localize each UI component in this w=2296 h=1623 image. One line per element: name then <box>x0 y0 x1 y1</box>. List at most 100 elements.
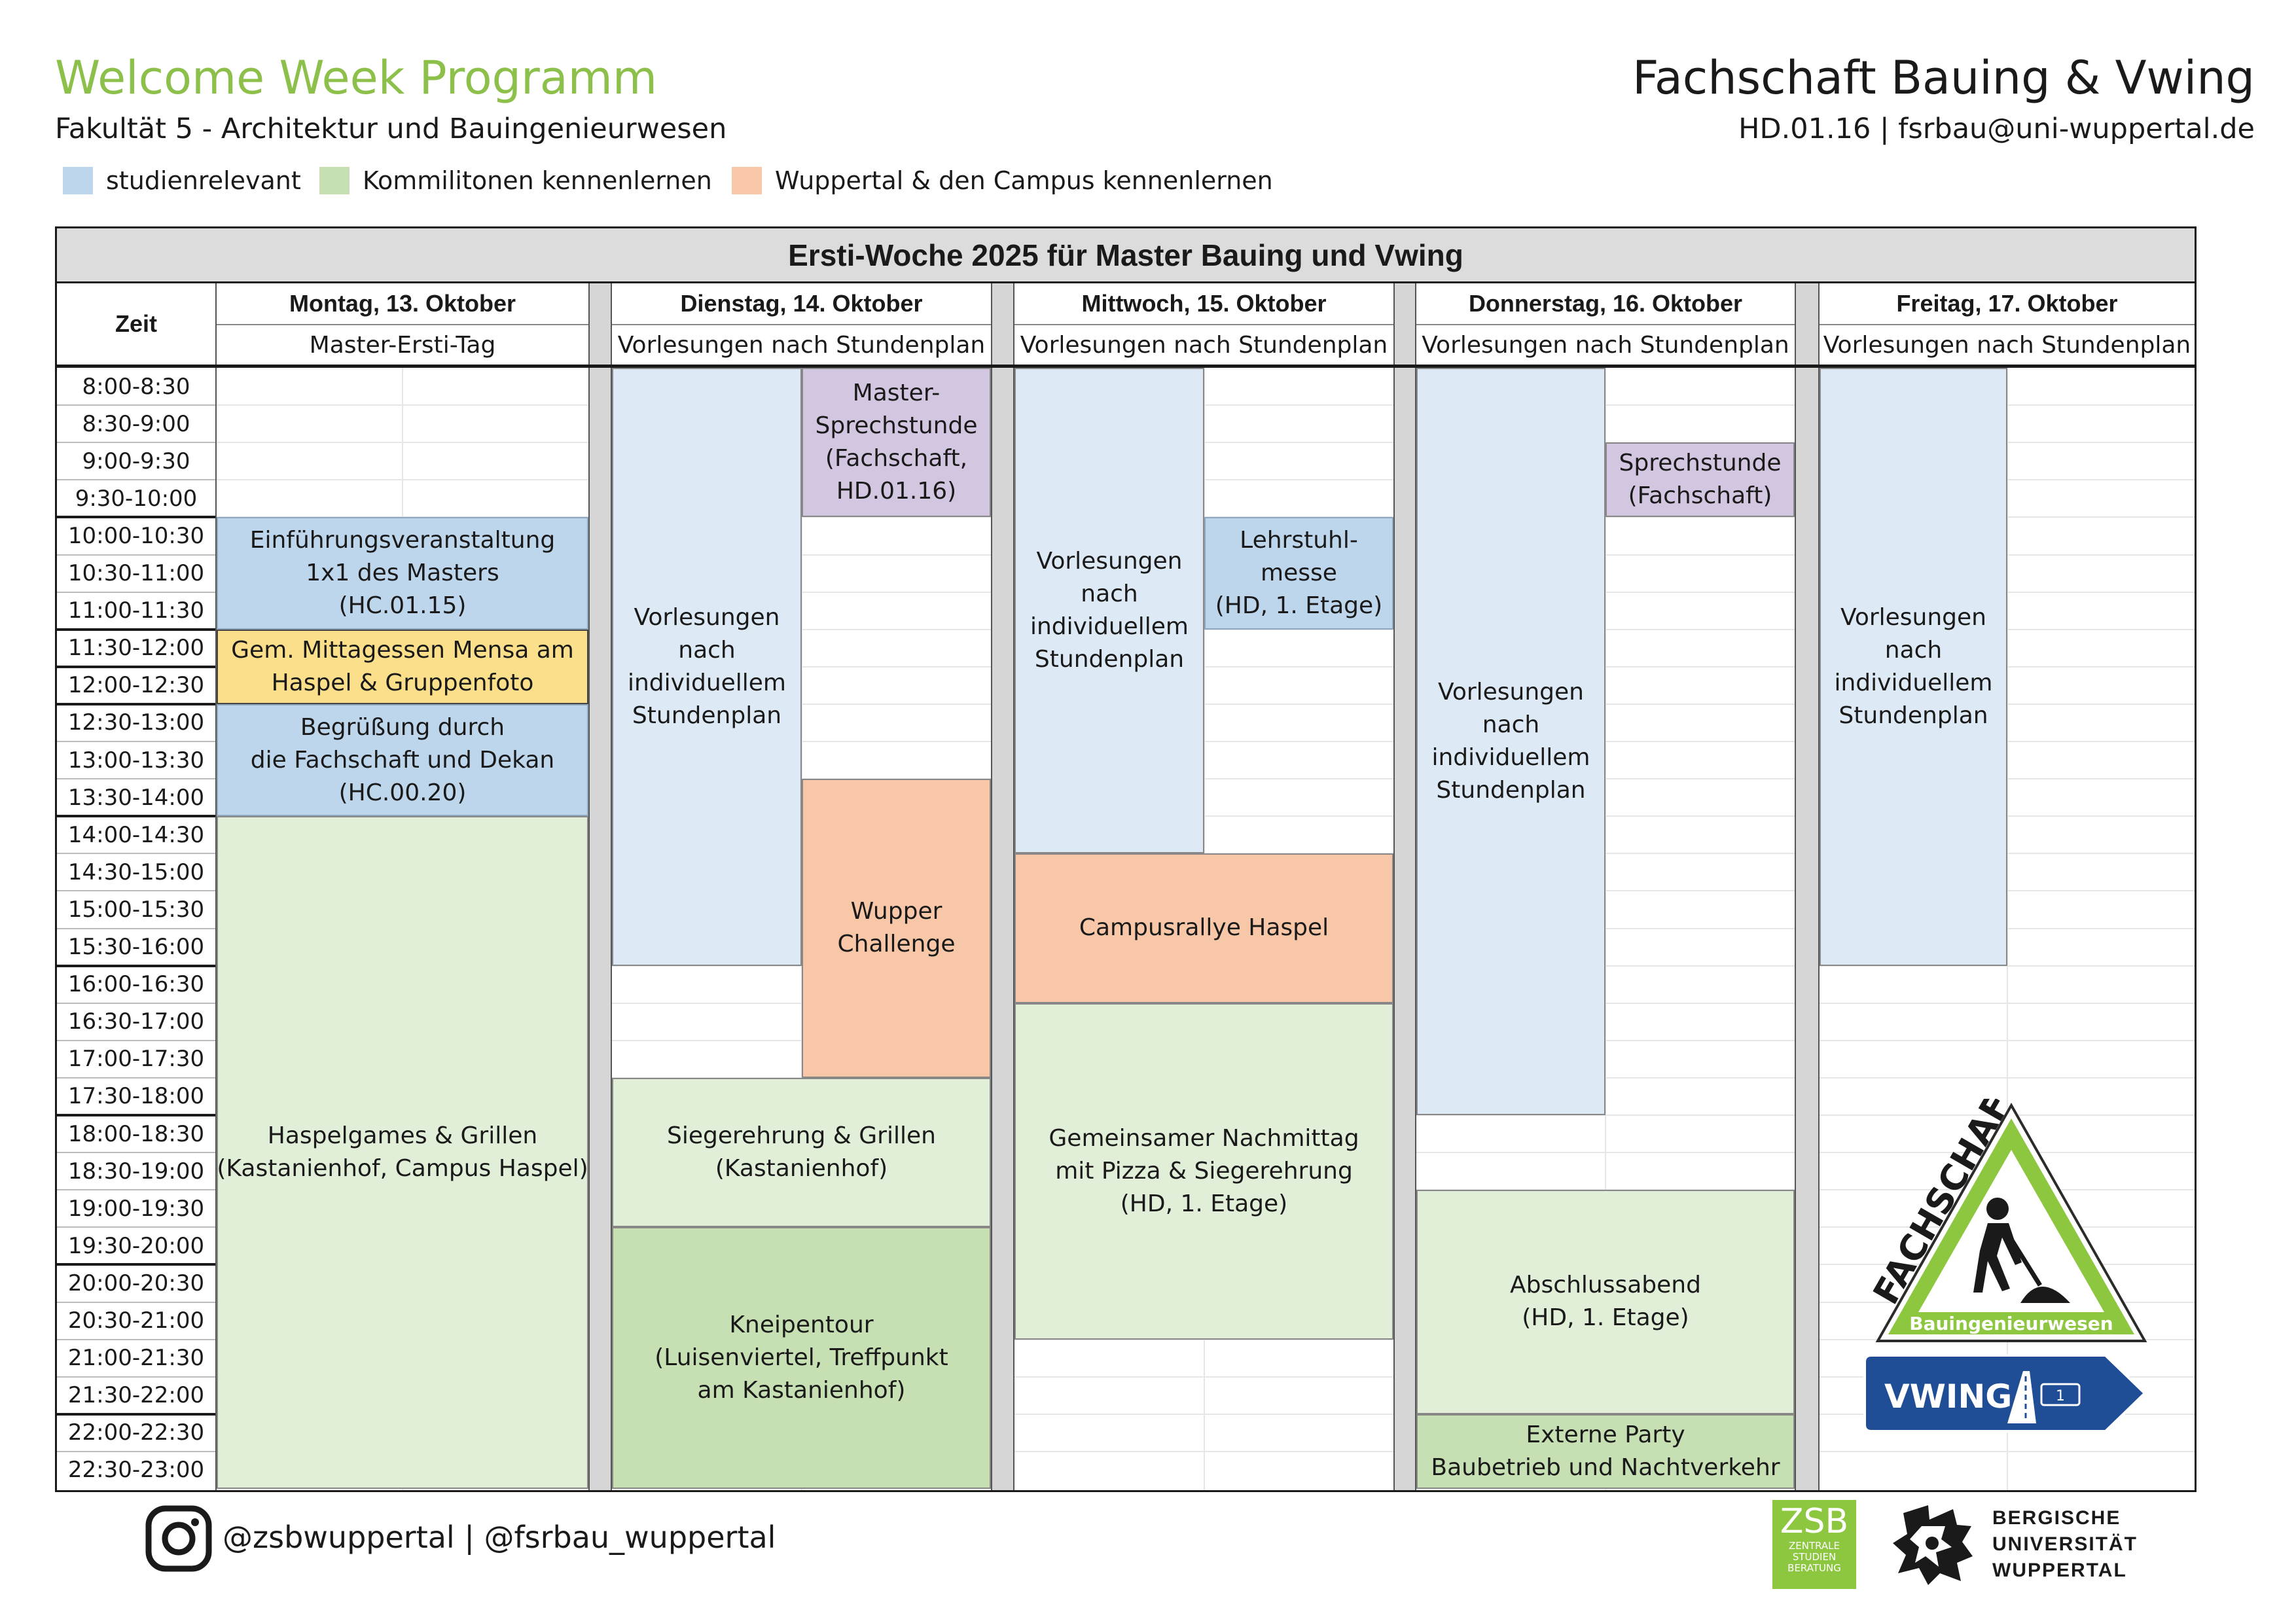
time-row-line <box>57 591 215 593</box>
organization-contact: HD.01.16 | fsrbau@uni-wuppertal.de <box>1738 113 2255 145</box>
page-title: Welcome Week Programm <box>55 51 658 105</box>
time-slot-label: 17:30-18:00 <box>67 1083 205 1110</box>
event-text-line: (Fachschaft) <box>1628 482 1772 510</box>
legend-item-studienrelevant: studienrelevant <box>63 165 301 196</box>
time-slot-label: 22:30-23:00 <box>67 1457 205 1484</box>
schedule-table: Ersti-Woche 2025 für Master Bauing und V… <box>55 226 2197 1492</box>
time-row-line <box>57 890 215 892</box>
time-slot-label: 12:00-12:30 <box>67 672 205 699</box>
construction-worker-sign-icon: Bauingenieurwesen FACHSCHAFT VWING 1 <box>1863 1065 2147 1433</box>
day-separator <box>588 368 612 1490</box>
event-block: Sprechstunde(Fachschaft) <box>1605 442 1795 518</box>
time-slot-label: 14:30-15:00 <box>67 859 205 885</box>
event-text-line: Gem. Mittagessen Mensa am <box>231 636 574 664</box>
legend-swatch <box>319 167 350 194</box>
time-row-line <box>57 516 215 519</box>
time-slot-label: 16:30-17:00 <box>67 1008 205 1035</box>
event-text-line: (HD, 1. Etage) <box>1120 1190 1288 1217</box>
time-row-line <box>57 1189 215 1191</box>
time-slot-label: 14:00-14:30 <box>67 821 205 848</box>
event-text-line: (HD, 1. Etage) <box>1522 1304 1689 1332</box>
legend-label: studienrelevant <box>106 166 301 195</box>
time-row-line <box>57 1077 215 1079</box>
university-crest-icon <box>1889 1500 1978 1589</box>
event-text-line: Vorlesungen <box>1437 679 1584 705</box>
event-block: Campusrallye Haspel <box>1014 853 1393 1003</box>
legend-item-kommilitonen: Kommilitonen kennenlernen <box>319 165 712 196</box>
event-text-line: 1x1 des Masters <box>306 560 499 587</box>
time-row-line <box>57 1002 215 1004</box>
time-row-line <box>57 1114 215 1116</box>
event-text-line: (HD, 1. Etage) <box>1215 592 1383 620</box>
event-text-line: Haspel & Gruppenfoto <box>271 669 534 696</box>
zsb-line: BERATUNG <box>1787 1562 1841 1574</box>
event-text-line: individuellem <box>627 669 786 696</box>
zsb-line: STUDIEN <box>1792 1551 1837 1563</box>
time-slot-label: 8:00-8:30 <box>82 373 190 400</box>
time-row-line <box>57 702 215 705</box>
legend-swatch <box>732 167 762 194</box>
event-text-line: individuellem <box>1030 613 1189 641</box>
time-slot-label: 11:30-12:00 <box>67 635 205 662</box>
day-separator <box>1795 368 1820 1490</box>
logo-vwing-text: VWING <box>1884 1378 2012 1416</box>
time-slot-label: 20:30-21:00 <box>67 1308 205 1334</box>
time-row-line <box>57 853 215 855</box>
time-slot-label: 8:30-9:00 <box>82 410 190 437</box>
event-block: Gem. Mittagessen Mensa am Haspel & Gruppe… <box>217 629 588 704</box>
time-slot-label: 10:30-11:00 <box>67 560 205 587</box>
day-header-subtitle: Master-Ersti-Tag <box>309 331 496 359</box>
day-header-subtitle: Vorlesungen nach Stundenplan <box>1422 331 1789 359</box>
day-header-subtitle: Vorlesungen nach Stundenplan <box>1823 331 2191 359</box>
event-text-line: Abschlussabend <box>1510 1272 1701 1299</box>
day-separator <box>991 283 1014 367</box>
schedule-title: Ersti-Woche 2025 für Master Bauing und V… <box>57 228 2195 283</box>
day-separator <box>1393 368 1416 1490</box>
time-row-line <box>57 964 215 967</box>
time-slot-label: 13:00-13:30 <box>67 747 205 774</box>
legend-item-wuppertal: Wuppertal & den Campus kennenlernen <box>732 165 1273 196</box>
event-text-line: nach <box>1081 580 1138 608</box>
faculty-subtitle: Fakultät 5 - Architektur und Bauingenieu… <box>55 113 727 145</box>
university-line: UNIVERSITÄT <box>1992 1533 2138 1555</box>
event-text-line: individuellem <box>1834 669 1993 696</box>
day-separator <box>991 368 1014 1490</box>
event-block: Abschlussabend (HD, 1. Etage) <box>1416 1190 1795 1414</box>
time-row-line <box>57 741 215 742</box>
event-text-line: (Luisenviertel, Treffpunkt <box>655 1344 948 1372</box>
event-block: Master-Sprechstunde(Fachschaft,HD.01.16) <box>802 368 991 518</box>
event-text-line: Stundenplan <box>1839 702 1988 729</box>
day-header-name: Donnerstag, 16. Oktober <box>1416 283 1795 325</box>
event-text-line: Wupper <box>850 898 942 925</box>
event-text-line: Sprechstunde <box>815 412 978 440</box>
event-text-line: am Kastanienhof) <box>697 1377 906 1404</box>
time-slot-label: 19:00-19:30 <box>67 1195 205 1222</box>
logo-road-number: 1 <box>2056 1388 2065 1404</box>
time-slot-label: 18:30-19:00 <box>67 1158 205 1185</box>
event-text-line: mit Pizza & Siegerehrung <box>1055 1157 1353 1185</box>
zsb-line: ZENTRALE <box>1788 1540 1840 1552</box>
legend-swatch <box>63 167 93 194</box>
event-text-line: Stundenplan <box>1034 646 1185 673</box>
time-row-line <box>57 1263 215 1266</box>
time-slot-label: 12:30-13:00 <box>67 709 205 736</box>
event-block: Siegerehrung & Grillen(Kastanienhof) <box>612 1077 991 1228</box>
event-text-line: (Kastanienhof) <box>715 1155 888 1183</box>
grid-line <box>1605 368 1606 1490</box>
event-text-line: (Kastanienhof, Campus Haspel) <box>217 1155 588 1183</box>
day-header-name: Mittwoch, 15. Oktober <box>1014 283 1393 325</box>
day-header-name: Freitag, 17. Oktober <box>1820 283 2195 325</box>
event-block: Haspelgames & Grillen (Kastanienhof, Camp… <box>217 816 588 1489</box>
event-text-line: Haspelgames & Grillen <box>267 1122 538 1150</box>
event-text-line: HD.01.16) <box>836 478 957 505</box>
instagram-icon <box>145 1505 212 1572</box>
time-slot-label: 16:00-16:30 <box>67 971 205 998</box>
event-text-line: Baubetrieb und Nachtverkehr <box>1431 1454 1780 1481</box>
